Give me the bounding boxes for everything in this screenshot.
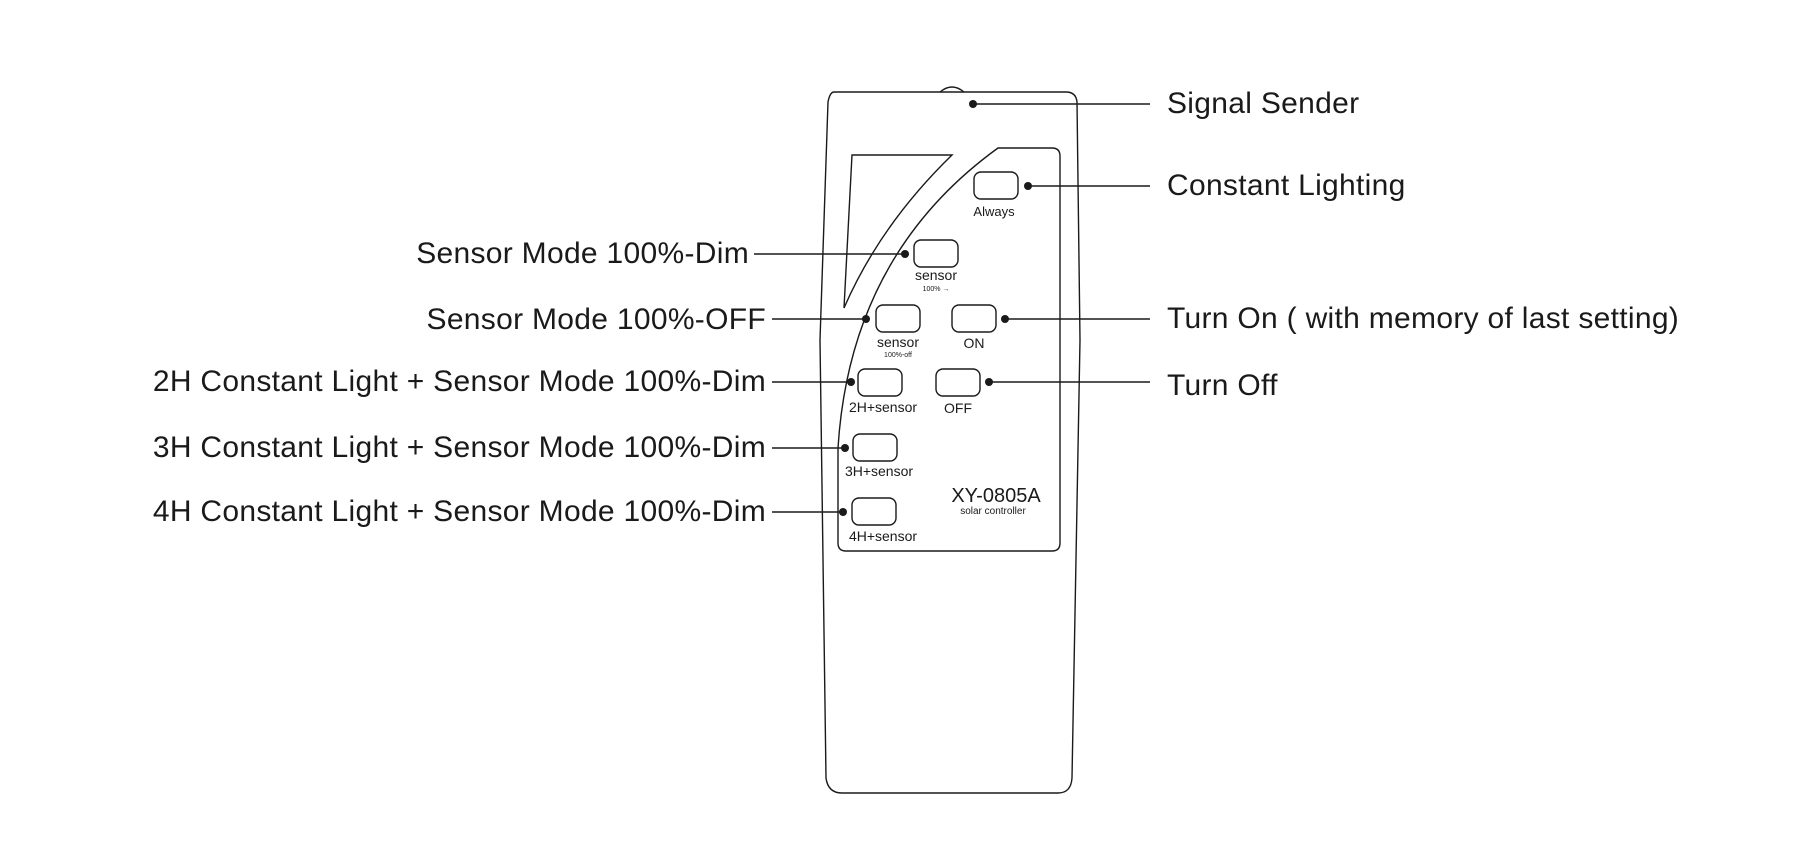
4h-sensor-button[interactable] [851, 497, 897, 526]
callout-constant-lighting: Constant Lighting [1167, 169, 1406, 202]
dot-4h [839, 508, 847, 516]
dot-sensor-dim [901, 250, 909, 258]
on-button[interactable] [951, 304, 997, 333]
dot-sensor-off [862, 315, 870, 323]
model-label: XY-0805A [951, 485, 1041, 507]
2h-sensor-button[interactable] [857, 368, 903, 397]
callout-4h-constant: 4H Constant Light + Sensor Mode 100%-Dim [152, 495, 766, 528]
callout-2h-constant: 2H Constant Light + Sensor Mode 100%-Dim [152, 365, 766, 398]
callout-turn-on: Turn On ( with memory of last setting) [1167, 302, 1680, 335]
dot-turn-on [1001, 315, 1009, 323]
remote-window [843, 154, 954, 309]
dot-constant-lighting [1024, 182, 1032, 190]
always-label: Always [973, 204, 1015, 219]
model-subtitle: solar controller [960, 506, 1026, 517]
3h-sensor-label: 3H+sensor [845, 463, 913, 479]
callout-3h-constant: 3H Constant Light + Sensor Mode 100%-Dim [152, 431, 766, 464]
sensor-off-sublabel: 100%-off [884, 352, 912, 359]
4h-sensor-label: 4H+sensor [849, 528, 917, 544]
callout-turn-off: Turn Off [1167, 369, 1278, 402]
sensor-off-button[interactable] [875, 304, 921, 333]
always-button[interactable] [973, 171, 1019, 200]
off-label: OFF [944, 400, 972, 416]
callout-sensor-mode-off: Sensor Mode 100%-OFF [426, 303, 766, 336]
remote-body [819, 91, 1081, 794]
sensor-dim-button[interactable] [913, 239, 959, 268]
sensor-dim-sublabel: 100% → [923, 286, 950, 293]
on-label: ON [964, 335, 985, 351]
sensor-off-label: sensor [877, 334, 919, 350]
3h-sensor-button[interactable] [852, 433, 898, 462]
dot-signal-sender [969, 100, 977, 108]
dot-turn-off [985, 378, 993, 386]
dot-3h [841, 444, 849, 452]
off-button[interactable] [935, 368, 981, 397]
callout-signal-sender: Signal Sender [1167, 87, 1360, 120]
callout-sensor-mode-dim: Sensor Mode 100%-Dim [416, 237, 749, 270]
2h-sensor-label: 2H+sensor [849, 399, 917, 415]
button-panel [837, 147, 1061, 552]
dot-2h [847, 378, 855, 386]
signal-sender-bump [939, 86, 965, 93]
sensor-dim-label: sensor [915, 267, 957, 283]
